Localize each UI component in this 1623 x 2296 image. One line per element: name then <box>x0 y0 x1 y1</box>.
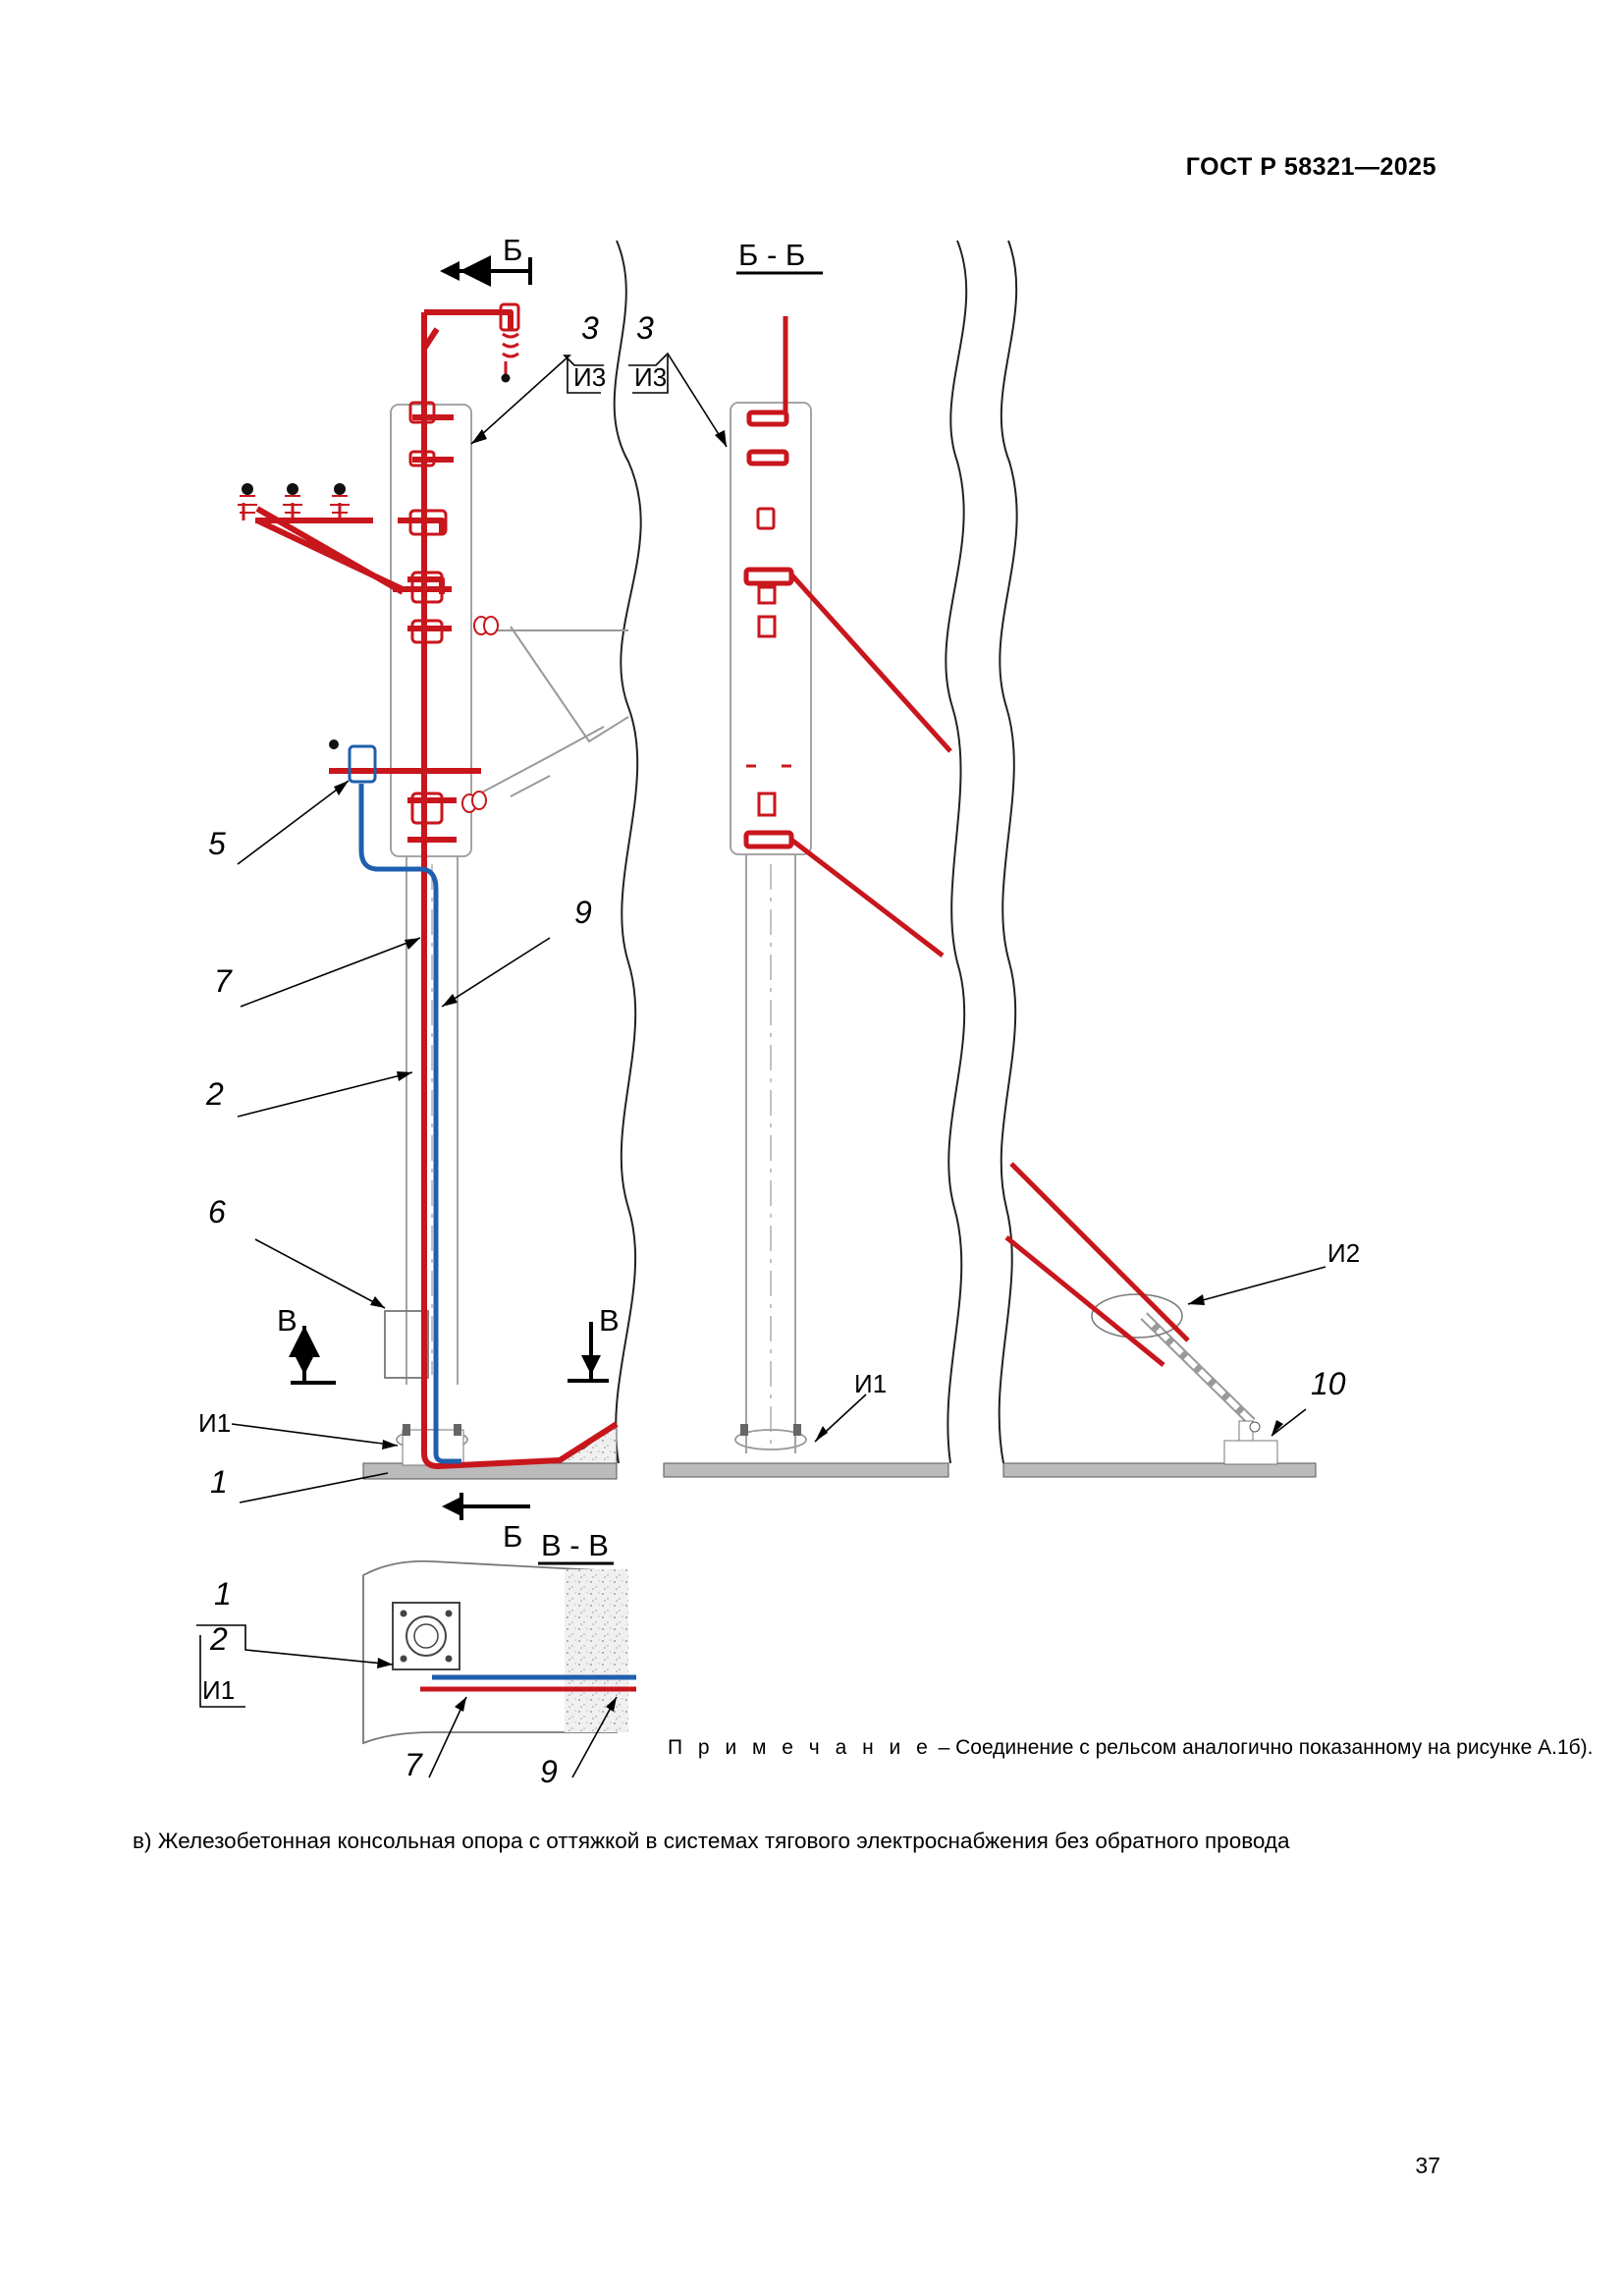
callout-9: 9 <box>574 895 592 930</box>
callout-3-mid: 3 <box>636 310 654 346</box>
blue-conductor <box>348 744 461 1464</box>
callout-2-vv: 2 <box>209 1621 228 1657</box>
feeder-insulators <box>238 495 350 514</box>
callout-1-left: 1 <box>210 1464 228 1500</box>
hardware-small <box>242 302 520 825</box>
figure-caption: в) Железобетонная консольная опора с отт… <box>133 1829 1290 1853</box>
middle-fittings <box>740 1424 801 1436</box>
view-label-vv: В - В <box>541 1528 609 1562</box>
callout-3-left: 3 <box>581 310 599 346</box>
ground-conductor-left <box>255 309 619 1469</box>
callout-9-vv: 9 <box>540 1754 558 1789</box>
callout-2: 2 <box>205 1076 224 1112</box>
view-label-bb: Б - Б <box>738 238 805 272</box>
break-lines <box>613 240 1018 1464</box>
struts <box>460 626 629 804</box>
section-vv <box>362 1559 636 1745</box>
left-pole <box>384 404 472 1450</box>
callout-7: 7 <box>214 963 233 999</box>
note-text: – Соединение с рельсом аналогично показа… <box>932 1736 1594 1759</box>
leader-lines <box>196 352 1326 1778</box>
callout-1-vv: 1 <box>214 1576 232 1612</box>
right-ground <box>1002 1462 1317 1478</box>
labels: Б Б - Б Б В - В В В 3 3 И3 И3 5 9 7 2 6 … <box>198 233 1360 1789</box>
insulator-tops <box>242 373 511 749</box>
middle-red <box>743 316 952 957</box>
callout-i2: И2 <box>1327 1238 1360 1268</box>
callout-i3-left: И3 <box>573 362 606 392</box>
cut-label-b-top: Б <box>503 233 522 267</box>
callout-7-vv: 7 <box>405 1747 423 1782</box>
callout-i3-mid: И3 <box>634 362 667 392</box>
callout-6: 6 <box>208 1194 226 1230</box>
callout-10: 10 <box>1311 1366 1346 1401</box>
cut-markers <box>291 257 823 1565</box>
cut-label-b-bottom: Б <box>503 1519 522 1554</box>
leader-arrowheads <box>334 429 1283 1712</box>
standard-header: ГОСТ Р 58321—2025 <box>1185 153 1436 181</box>
callout-i1-left: И1 <box>198 1408 231 1438</box>
page-number: 37 <box>1415 2153 1440 2178</box>
insulators <box>461 616 499 813</box>
cut-arrows <box>295 261 601 1516</box>
callout-i1-vv: И1 <box>202 1675 235 1705</box>
figure-note: П р и м е ч а н и е – Соединение с рельс… <box>668 1734 1593 1761</box>
cut-label-v-right: В <box>599 1303 620 1338</box>
note-prefix: П р и м е ч а н и е <box>668 1736 933 1759</box>
guy-assembly <box>1004 1162 1278 1465</box>
cut-label-v-left: В <box>277 1303 298 1338</box>
callout-i1-mid: И1 <box>854 1369 887 1398</box>
middle-ground <box>663 1462 949 1478</box>
middle-pole <box>730 402 812 1453</box>
i3-boxes <box>199 355 669 1708</box>
callout-5: 5 <box>208 826 226 861</box>
